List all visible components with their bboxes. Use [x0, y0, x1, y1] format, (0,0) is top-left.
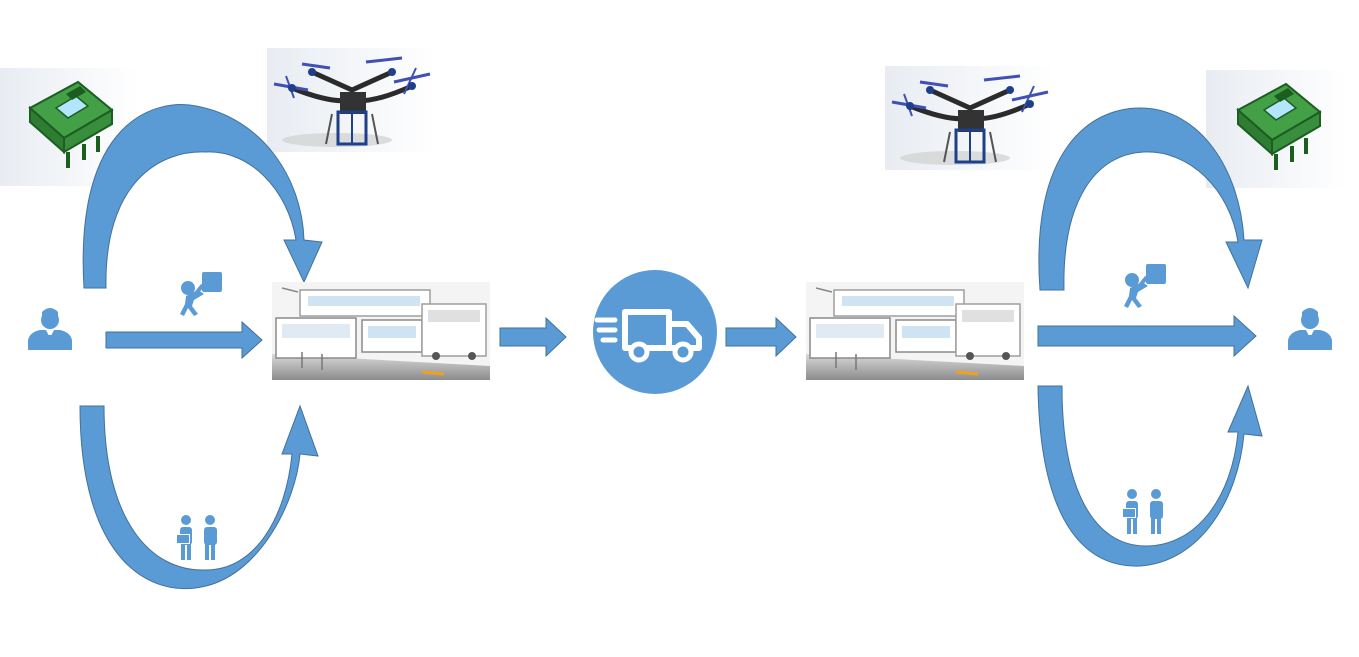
courier-handover-icon: [1122, 489, 1163, 534]
left-drone-image: [267, 48, 437, 152]
drone-icon: [885, 66, 1055, 170]
origin-transit-hub: [270, 280, 492, 382]
arrow-hub-to-truck: [499, 316, 567, 358]
truck-icon: [593, 270, 717, 394]
right-upper-curved-arrow: [1038, 107, 1263, 291]
left-courier-handover: [176, 515, 217, 560]
transit-hub-station-icon: [804, 280, 1026, 382]
carry-box-person-icon: [178, 270, 224, 318]
sender-person: [28, 308, 72, 350]
arrow-truck-to-hub: [725, 316, 797, 358]
truck-transport: [593, 270, 717, 394]
right-drone-image: [885, 66, 1055, 170]
left-upper-curved-arrow: [82, 104, 323, 289]
carry-box-person-icon: [1122, 262, 1168, 310]
left-straight-arrow: [105, 320, 263, 360]
destination-transit-hub: [804, 280, 1026, 382]
receiver-person: [1288, 308, 1332, 350]
right-straight-arrow: [1037, 314, 1257, 358]
sender-person-icon: [28, 308, 72, 350]
right-lower-curved-arrow: [1037, 384, 1263, 567]
courier-handover-icon: [176, 515, 217, 560]
receiver-person-icon: [1288, 308, 1332, 350]
left-lower-curved-arrow: [79, 404, 319, 590]
transit-hub-station-icon: [270, 280, 492, 382]
right-courier-handover: [1122, 489, 1163, 534]
left-carry-box-person: [178, 270, 224, 318]
drone-icon: [267, 48, 437, 152]
right-carry-box-person: [1122, 262, 1168, 310]
